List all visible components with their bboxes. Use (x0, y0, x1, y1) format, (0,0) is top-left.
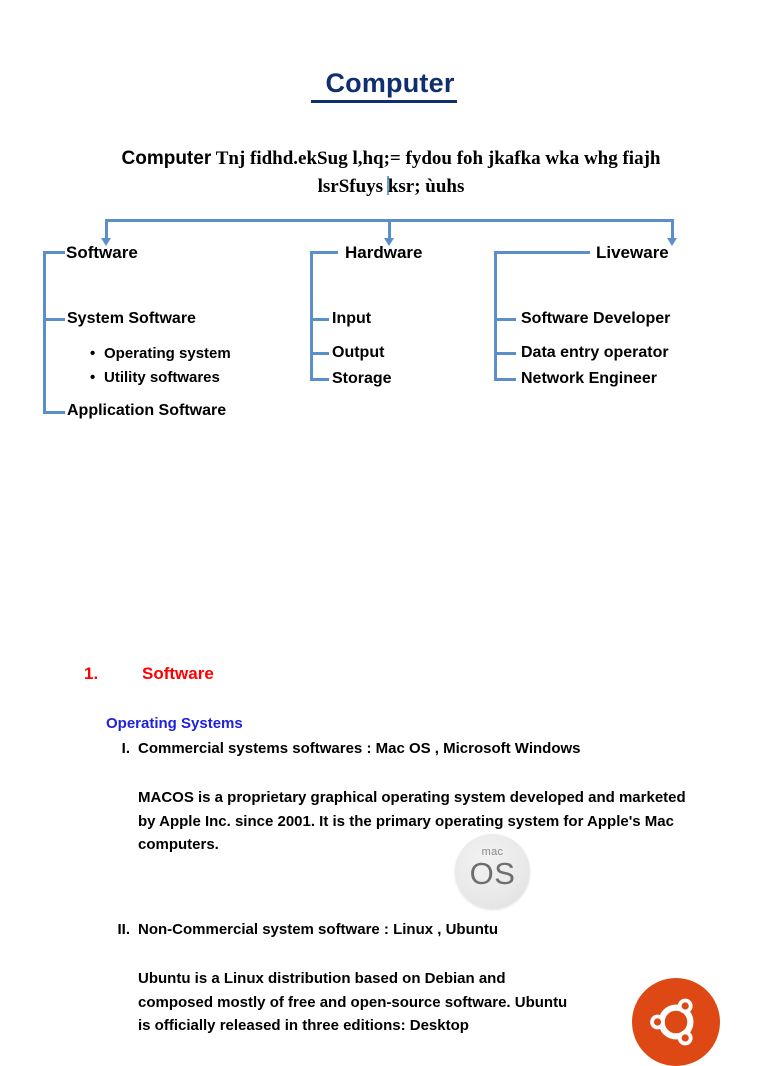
bracket-liveware-stub-network (494, 378, 516, 381)
arrow-down-hardware (384, 238, 394, 246)
ubuntu-circle-of-friends-icon (650, 998, 694, 1046)
node-application-software: Application Software (67, 402, 227, 419)
node-system-software: System Software (67, 310, 196, 327)
intro-line-2b: ksr; ùuhs (387, 176, 465, 197)
bracket-software-stub-title (43, 251, 65, 254)
drop-line-software (105, 219, 108, 240)
document-page: Computer Computer Tnj fidhd.ekSug l,hq;=… (0, 68, 768, 1066)
bracket-hardware-stub-title (310, 251, 338, 254)
node-network-engineer: Network Engineer (521, 370, 658, 387)
macos-logo-top-text: mac (481, 846, 504, 858)
node-hardware: Hardware (345, 243, 423, 262)
intro-line-1: Tnj fidhd.ekSug l,hq;= fydou foh jkafka … (215, 148, 661, 169)
bracket-software-stub-system (43, 318, 65, 321)
intro-line-2a: lsrSfuys (317, 176, 388, 197)
bracket-hardware-stub-storage (310, 378, 329, 381)
list-marker-i: I. (121, 740, 130, 757)
section-number: 1. (84, 664, 99, 683)
item-paragraph-macos: MACOS is a proprietary graphical operati… (138, 789, 686, 853)
node-utility-softwares-label: Utility softwares (104, 369, 220, 386)
bracket-software-vertical (43, 251, 46, 414)
arrow-down-software (101, 238, 111, 246)
intro-paragraph: Computer Tnj fidhd.ekSug l,hq;= fydou fo… (96, 145, 686, 201)
bracket-liveware-stub-title (494, 251, 590, 254)
node-operating-system: • Operating system (90, 345, 231, 362)
page-title: Computer (0, 68, 768, 103)
node-data-entry-operator: Data entry operator (521, 344, 669, 361)
bracket-liveware-stub-developer (494, 318, 516, 321)
bracket-liveware-vertical (494, 251, 497, 381)
page-title-text: Computer (311, 68, 457, 103)
bullet-dot-icon: • (90, 369, 96, 386)
node-input: Input (332, 310, 372, 327)
item-heading-noncommercial: Non-Commercial system software : Linux ,… (138, 921, 499, 938)
section-title: Software (142, 664, 214, 683)
arrow-down-liveware (667, 238, 677, 246)
node-utility-softwares: • Utility softwares (90, 369, 220, 386)
computer-tree-diagram: Software System Software • Operating syst… (0, 205, 768, 430)
macos-logo: mac OS (455, 834, 530, 909)
item-paragraph-ubuntu: Ubuntu is a Linux distribution based on … (138, 970, 568, 1034)
item-heading-commercial: Commercial systems softwares : Mac OS , … (138, 740, 581, 757)
bracket-hardware-stub-input (310, 318, 329, 321)
ubuntu-logo (632, 978, 720, 1066)
node-liveware: Liveware (596, 243, 669, 262)
drop-line-liveware (671, 219, 674, 240)
node-output: Output (332, 344, 385, 361)
text-cursor (386, 176, 389, 195)
bracket-hardware-stub-output (310, 352, 329, 355)
drop-line-hardware (388, 219, 391, 240)
bracket-hardware-vertical (310, 251, 313, 381)
node-storage: Storage (332, 370, 392, 387)
bracket-software-stub-application (43, 411, 65, 414)
intro-lead-word: Computer (121, 148, 212, 169)
bracket-liveware-stub-dataentry (494, 352, 516, 355)
node-software: Software (66, 243, 138, 262)
subheading-operating-systems: Operating Systems (106, 715, 243, 732)
node-operating-system-label: Operating system (104, 345, 231, 362)
macos-logo-main-text: OS (469, 856, 516, 891)
list-marker-ii: II. (117, 921, 130, 938)
node-software-developer: Software Developer (521, 310, 671, 327)
bullet-dot-icon: • (90, 345, 96, 362)
